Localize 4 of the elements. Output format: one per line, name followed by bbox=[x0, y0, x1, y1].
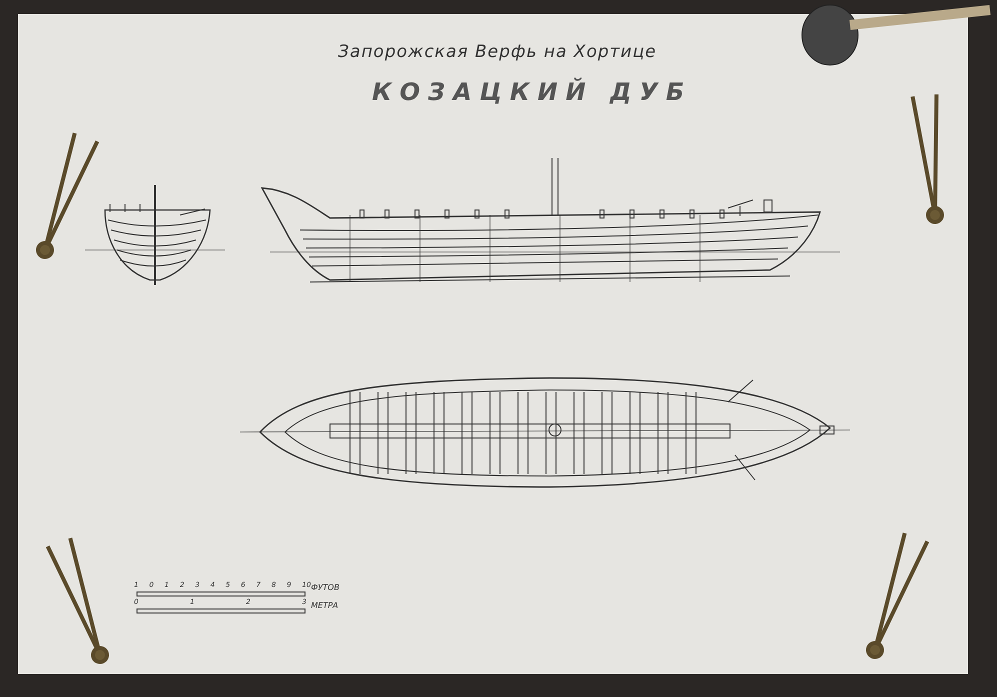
scale-unit: МЕТРА bbox=[311, 601, 338, 610]
boat-title: КОЗАЦКИЙ ДУБ bbox=[372, 78, 692, 106]
sheet-heading: Запорожская Верфь на Хортице bbox=[338, 42, 657, 62]
scale-unit: ФУТОВ bbox=[311, 583, 340, 592]
